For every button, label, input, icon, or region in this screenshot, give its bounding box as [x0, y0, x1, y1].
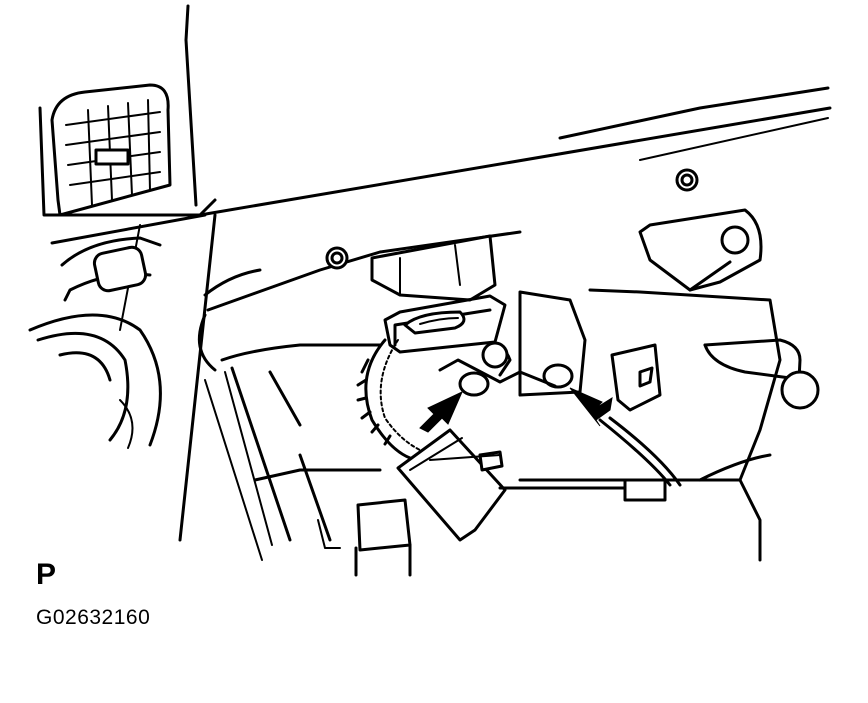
lower-dashboard-lines	[317, 453, 772, 562]
figure-code: G02632160	[36, 606, 151, 629]
left-side-panel	[28, 236, 162, 449]
mounting-bolts	[438, 341, 574, 397]
spiral-cable	[356, 338, 421, 460]
left-arrow-indicator	[419, 390, 463, 433]
view-label: P	[36, 558, 57, 591]
air-vent	[50, 83, 172, 217]
right-arrow-indicator	[569, 387, 613, 427]
dashboard-body	[197, 168, 782, 561]
right-bracket	[610, 208, 820, 412]
wire-connector	[354, 416, 682, 577]
dashboard-top-panel	[38, 4, 832, 542]
